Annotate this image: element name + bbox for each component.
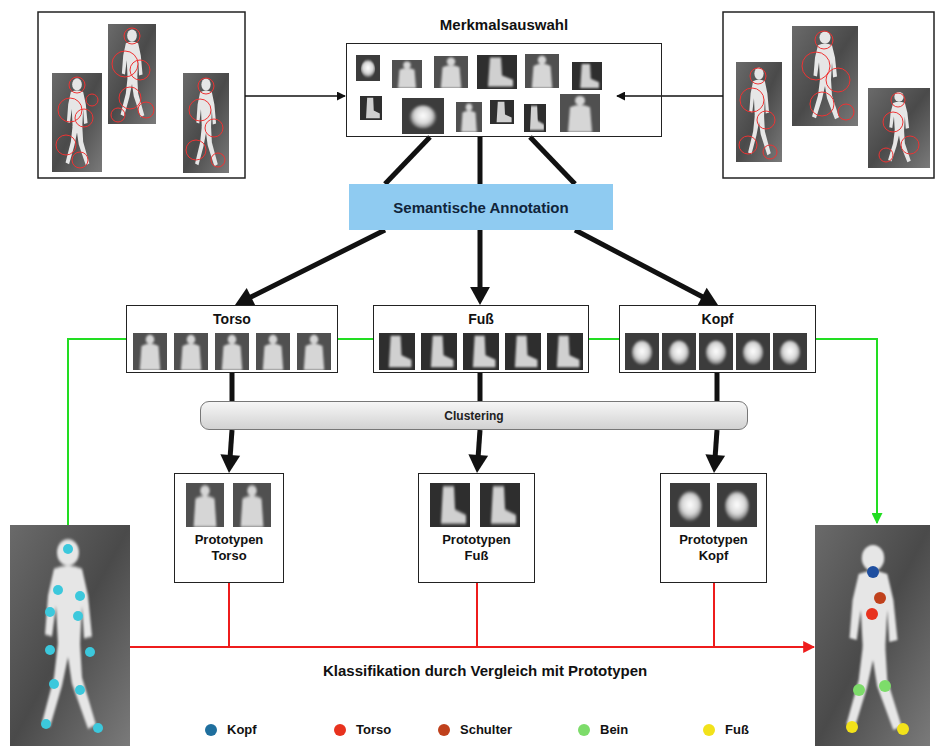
input-arrow — [245, 95, 345, 97]
legend-swatch — [205, 724, 217, 736]
feature-box: Merkmalsauswahl — [346, 43, 662, 137]
connector — [530, 137, 575, 184]
connector-line — [248, 230, 385, 299]
result-image — [815, 525, 930, 746]
prototype-box: Prototypen Fuß — [418, 473, 535, 583]
connector — [589, 339, 619, 340]
connector-line — [575, 230, 705, 298]
connector-line — [715, 373, 720, 401]
node-text: Prototypen Fuß — [432, 532, 522, 563]
part-box: Torso — [126, 305, 338, 373]
connector-line — [230, 430, 232, 459]
connector-line — [230, 373, 235, 401]
connector-line — [338, 338, 373, 340]
connector — [232, 373, 233, 401]
node-text: Prototypen Torso — [184, 532, 274, 563]
node-text: Kopf — [620, 311, 815, 327]
arrow-head — [220, 454, 240, 473]
connector-line — [478, 373, 483, 401]
input-arrow — [617, 95, 723, 97]
legend-item: Torso — [334, 722, 391, 737]
node-text: Prototypen Kopf — [669, 532, 759, 563]
connector-line — [715, 430, 717, 459]
legend-item: Bein — [578, 722, 628, 737]
prototype-thumbnails — [186, 483, 757, 527]
arrow-head — [697, 288, 718, 306]
connector-line — [385, 137, 430, 184]
feature-thumbnails — [356, 54, 602, 134]
connector — [235, 230, 385, 306]
connector — [717, 373, 718, 401]
legend-text: Kopf — [227, 722, 257, 737]
clustering-band: Clustering — [200, 401, 748, 430]
connector — [338, 339, 373, 340]
connector-line — [589, 338, 619, 340]
part-box: Fuß — [373, 305, 589, 373]
connector — [480, 137, 481, 184]
legend-text: Bein — [600, 722, 628, 737]
legend-text: Torso — [356, 722, 391, 737]
prototype-box: Prototypen Kopf — [660, 473, 767, 583]
node-text: Clustering — [444, 409, 503, 423]
part-thumbnails — [133, 333, 807, 370]
node-text: Fuß — [374, 311, 588, 327]
legend-item: Schulter — [438, 722, 512, 737]
classification-label: Klassifikation durch Vergleich mit Proto… — [323, 662, 647, 679]
connector — [705, 430, 725, 473]
connector — [468, 430, 488, 473]
connector-line — [478, 230, 483, 291]
connector — [385, 137, 430, 184]
prototype-box: Prototypen Torso — [174, 473, 284, 583]
legend-swatch — [438, 724, 450, 736]
legend-swatch — [703, 724, 715, 736]
arrow-head — [468, 454, 488, 473]
arrow-head — [470, 287, 490, 305]
connector — [470, 230, 490, 305]
input-image — [10, 525, 130, 746]
classification-lines — [130, 583, 814, 647]
legend-swatch — [334, 724, 346, 736]
connector-line — [530, 137, 575, 184]
arrow-head — [705, 454, 725, 473]
arrow-head — [235, 288, 256, 306]
green-link — [68, 339, 126, 525]
connector-line — [478, 430, 480, 459]
node-text: Torso — [127, 311, 337, 327]
sample-images-right — [723, 12, 934, 178]
connector-line — [478, 137, 483, 184]
legend-item: Fuß — [703, 722, 749, 737]
green-link — [816, 339, 877, 523]
connector — [220, 430, 240, 473]
legend-text: Schulter — [460, 722, 512, 737]
node-text: Semantische Annotation — [393, 199, 568, 216]
legend-item: Kopf — [205, 722, 257, 737]
legend-text: Fuß — [725, 722, 749, 737]
legend-swatch — [578, 724, 590, 736]
connector — [575, 230, 718, 305]
node-text: Merkmalsauswahl — [307, 16, 701, 33]
annotation-band: Semantische Annotation — [349, 184, 613, 230]
sample-images-left — [38, 12, 245, 178]
connector — [480, 373, 481, 401]
part-box: Kopf — [619, 305, 816, 373]
